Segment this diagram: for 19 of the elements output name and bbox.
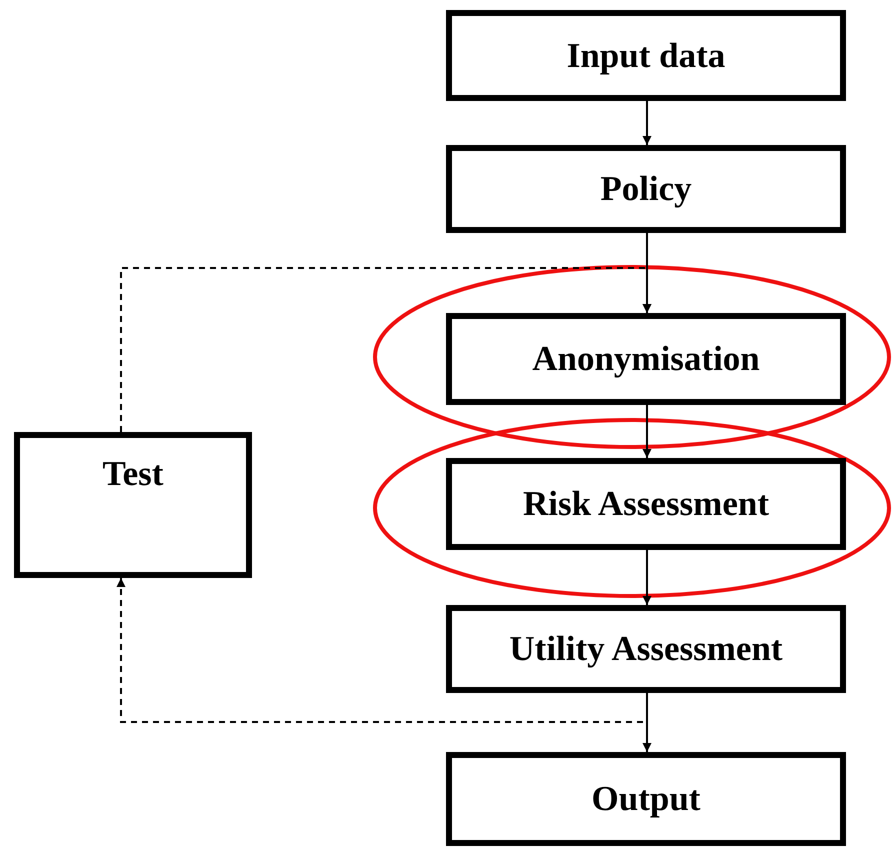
box-label: Input data [566, 34, 726, 77]
box-label: Risk Assessment [522, 483, 769, 526]
process-box [446, 752, 846, 846]
box-label: Utility Assessment [509, 628, 783, 670]
dashed-arrow [116, 578, 648, 723]
process-box [446, 605, 846, 693]
process-box [14, 432, 252, 578]
arrow [642, 101, 652, 145]
dashed-arrow [120, 267, 652, 432]
process-box [446, 313, 846, 405]
process-box [446, 10, 846, 101]
arrow [642, 405, 652, 458]
process-box [446, 458, 846, 550]
box-label: Output [592, 778, 700, 820]
process-box [446, 145, 846, 233]
box-label: Test [102, 453, 164, 495]
box-label: Policy [600, 168, 692, 210]
box-label: Anonymisation [532, 338, 760, 380]
arrow [642, 550, 652, 605]
